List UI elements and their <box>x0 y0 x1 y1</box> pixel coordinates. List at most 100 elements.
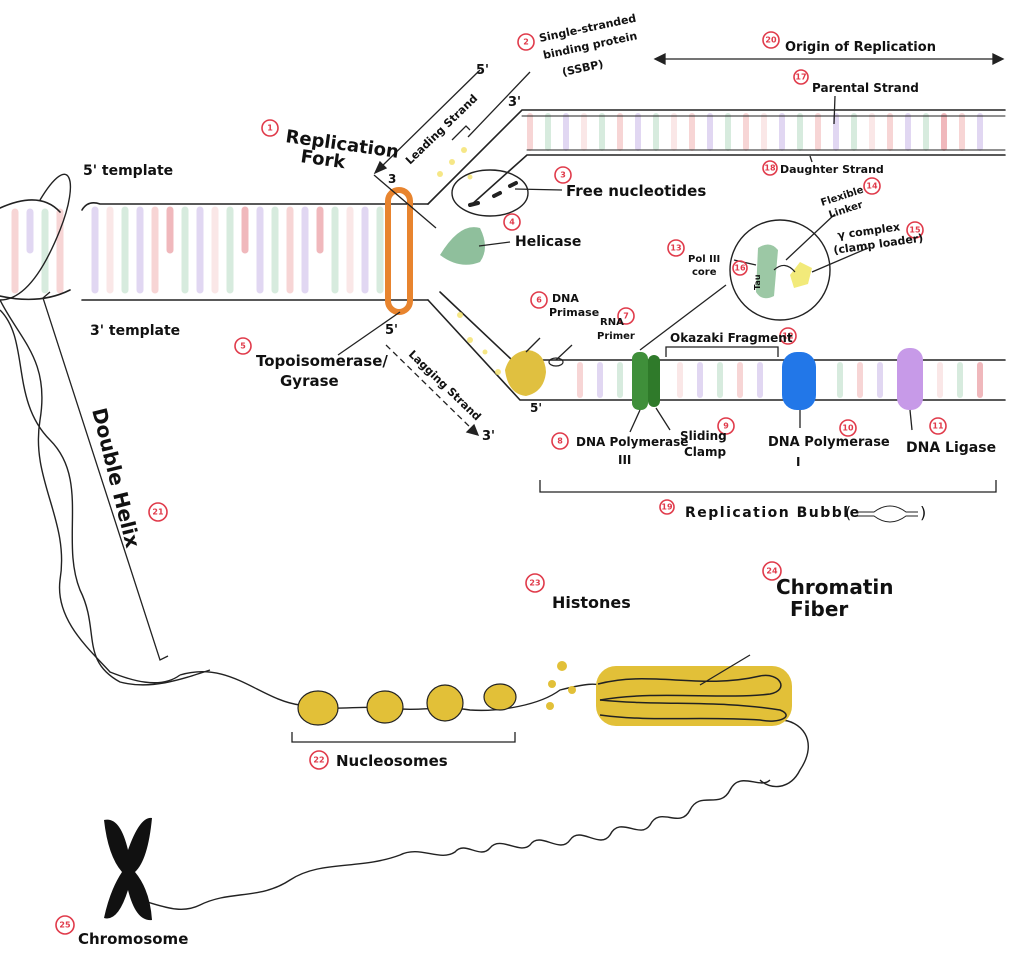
okazaki-label: Okazaki Fragment <box>670 331 793 345</box>
topoisomerase-ring <box>385 187 413 315</box>
annotation-lines <box>42 52 1005 743</box>
svg-text:24: 24 <box>766 567 778 576</box>
topoisomerase-label-2: Gyrase <box>280 372 339 390</box>
pol1-label-2: I <box>796 455 800 469</box>
svg-text:3: 3 <box>560 171 566 180</box>
svg-text:16: 16 <box>734 264 746 273</box>
nucleosome-4 <box>483 683 517 711</box>
svg-text:12: 12 <box>782 332 793 341</box>
ligase-icon <box>897 348 923 410</box>
svg-text:5: 5 <box>240 342 246 351</box>
marker-1: 1 <box>261 119 279 137</box>
histones-label: Histones <box>552 593 631 612</box>
svg-text:21: 21 <box>152 508 164 517</box>
svg-text:4: 4 <box>509 218 515 227</box>
marker-5: 5 <box>234 337 252 355</box>
sliding-clamp-label-2: Clamp <box>684 445 727 459</box>
bubble-paren-open: ( <box>845 503 851 522</box>
bubble-paren-close: ) <box>920 503 926 522</box>
free-nucleotides-label: Free nucleotides <box>566 182 706 200</box>
pol3-core-label-2: core <box>692 267 717 278</box>
pol1-icon <box>782 352 816 410</box>
lower-arm-inner <box>439 291 1006 361</box>
svg-text:20: 20 <box>765 36 777 45</box>
nucleosomes-label: Nucleosomes <box>336 752 448 770</box>
primase-label-1: DNA <box>552 292 579 305</box>
marker-13: 13 <box>667 239 685 257</box>
svg-text:19: 19 <box>661 503 673 512</box>
flexible-linker-line <box>773 264 796 273</box>
svg-text:11: 11 <box>932 422 944 431</box>
chromatin-coils <box>597 674 787 722</box>
svg-text:6: 6 <box>536 296 542 305</box>
svg-text:22: 22 <box>313 756 324 765</box>
primase-icon <box>505 350 546 396</box>
helicase-icon <box>440 227 485 265</box>
marker-6: 6 <box>530 291 548 309</box>
svg-text:2: 2 <box>523 38 529 47</box>
marker-16: 16 <box>732 260 748 276</box>
clamp-loader-inset-icon <box>790 262 812 288</box>
marker-3: 3 <box>554 166 572 184</box>
marker-22: 22 <box>309 750 329 770</box>
rna-primer-label-1: RNA <box>600 317 624 328</box>
marker-7: 7 <box>617 307 635 325</box>
marker-18: 18 <box>762 160 778 176</box>
ssbp-dots <box>437 147 501 375</box>
marker-23: 23 <box>525 573 545 593</box>
svg-text:13: 13 <box>670 244 681 253</box>
svg-text:15: 15 <box>909 226 921 235</box>
left-duplex-bottom <box>0 289 71 301</box>
marker-9: 9 <box>717 417 735 435</box>
free-nucleotide-marks <box>468 181 518 207</box>
marker-8: 8 <box>551 432 569 450</box>
chromatin-label-2: Fiber <box>790 597 848 621</box>
nucleosome-1 <box>297 690 339 726</box>
lead-3-label: 3' <box>508 95 521 110</box>
marker-14: 14 <box>863 177 881 195</box>
replication-bubble-mini-icon <box>858 505 918 523</box>
lead-5-label: 5' <box>476 63 489 78</box>
five-template-label: 5' template <box>83 163 173 179</box>
chromosome-icon <box>104 817 152 921</box>
pol3-core-label-1: Pol III <box>688 254 720 265</box>
helix-strand-a <box>0 173 72 301</box>
histone-dots <box>546 661 576 710</box>
left-duplex-top <box>0 199 61 213</box>
topoisomerase-label-1: Topoisomerase/ <box>256 352 388 370</box>
double-helix-label: Double Helix <box>87 405 145 550</box>
pol1-label-1: DNA Polymerase <box>768 435 890 450</box>
primase-label-2: Primase <box>549 306 599 319</box>
sliding-clamp-label-1: Sliding <box>680 429 727 443</box>
marker-4: 4 <box>503 213 521 231</box>
duplex-base-pairs <box>11 206 384 294</box>
nucleosome-group <box>297 683 517 726</box>
lag-5-top-label: 5' <box>385 323 398 338</box>
upper-arm-inner <box>469 154 1006 207</box>
helix-strand-c <box>0 309 211 686</box>
svg-text:1: 1 <box>267 124 273 133</box>
svg-text:14: 14 <box>866 182 878 191</box>
svg-text:17: 17 <box>795 73 806 82</box>
svg-text:8: 8 <box>557 437 563 446</box>
nucleosome-3 <box>426 684 464 722</box>
svg-text:10: 10 <box>842 424 854 433</box>
thread-from-chromatin <box>759 719 809 788</box>
pol3-core-inset-icon <box>756 244 778 299</box>
pol3-label-1: DNA Polymerase <box>576 435 688 449</box>
upper-arm-outer <box>427 109 1006 205</box>
ligase-label: DNA Ligase <box>906 440 996 456</box>
pol3-icon <box>632 352 648 410</box>
svg-text:18: 18 <box>764 164 776 173</box>
daughter-strand-label: Daughter Strand <box>780 163 884 176</box>
lagging-strand-label: Lagging Strand <box>406 348 484 423</box>
marker-15: 15 <box>906 221 924 239</box>
pol3-holoenzyme-inset <box>729 219 831 321</box>
marker-19: 19 <box>659 499 675 515</box>
helix-strand-b <box>0 299 181 684</box>
double-helix-curves <box>0 173 611 712</box>
tau-label: Tau <box>753 274 762 290</box>
three-template-label: 3' template <box>90 323 180 339</box>
fork-3-label: 3 <box>388 172 396 186</box>
